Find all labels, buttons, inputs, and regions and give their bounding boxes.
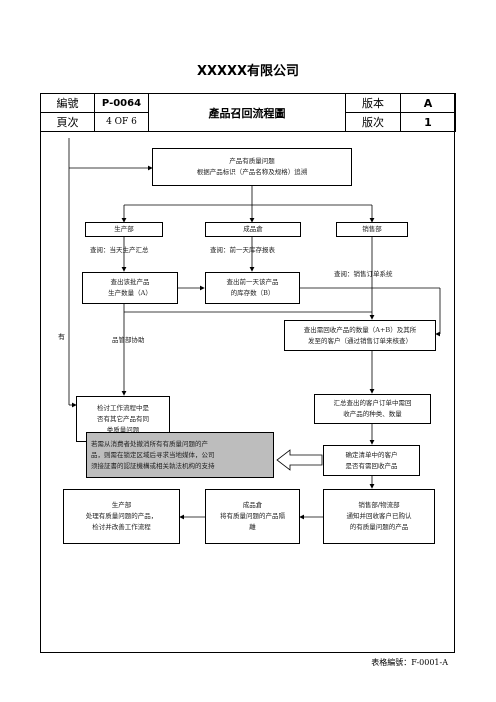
media-notice-box: 若需从消费者处撤消所有有质量问题的产 品，则需在锁定区域后寻求当地媒体，公司 须… bbox=[86, 432, 274, 478]
recall-quantity-line1: 查出需回收产品的数量（A+B）及其所 bbox=[303, 325, 417, 334]
confirm-customer-line2: 是否有需回收产品 bbox=[345, 461, 398, 470]
sales-dept-box: 销售部 bbox=[336, 222, 408, 237]
page-label: 頁次 bbox=[40, 112, 95, 132]
production-handle-line3: 检讨并改善工作流程 bbox=[92, 523, 151, 531]
sales-dept-text: 销售部 bbox=[362, 225, 382, 233]
quality-issue-text: 产品有质量问题 bbox=[229, 157, 275, 165]
warehouse-isolate-line3: 離 bbox=[249, 523, 256, 531]
sales-notify-line2: 通知并回收客户已购认 bbox=[346, 512, 412, 520]
summary-box: 汇总查出的客户订单中需回 收产品的种类、数量 bbox=[314, 394, 431, 424]
warehouse-isolate-box: 成品倉 将有质量问题的产品隔 離 bbox=[205, 489, 300, 544]
sales-notify-box: 销售部/物流部 通知并回收客户已购认 的有质量问题的产品 bbox=[323, 489, 435, 544]
check-process-line2: 否有其它产品有同 bbox=[97, 414, 149, 423]
company-name: XXXXX有限公司 bbox=[196, 64, 300, 79]
production-handle-line1: 生产部 bbox=[111, 501, 132, 509]
quality-issue-box: 产品有质量问题 根据产品标识（产品名称及规格）追溯 bbox=[152, 148, 352, 186]
warehouse-box: 成品倉 bbox=[205, 222, 301, 237]
stock-quantity-line2: 的库存数（B） bbox=[230, 289, 275, 297]
batch-quantity-box: 查出该批产品 生产数量（A） bbox=[82, 272, 178, 304]
batch-quantity-line2: 生产数量（A） bbox=[108, 289, 152, 297]
summary-line2: 收产品的种类、数量 bbox=[343, 410, 402, 418]
trace-text: 根据产品标识（产品名称及规格）追溯 bbox=[196, 168, 308, 176]
page-title: 產品召回流程圖 bbox=[148, 93, 346, 132]
sales-notify-line3: 的有质量问题的产品 bbox=[349, 523, 409, 531]
page-number: 4 OF 6 bbox=[94, 112, 149, 132]
qa-assist-label: 品管部协助 bbox=[112, 336, 145, 344]
production-handle-box: 生产部 处理有质量问题的产品， 检讨并改善工作流程 bbox=[63, 489, 180, 544]
header-table: 編號 P-0064 產品召回流程圖 版本 A 頁次 4 OF 6 版次 1 bbox=[40, 93, 456, 132]
query-sales-label: 查阅：销售订单系统 bbox=[334, 270, 393, 278]
check-process-line3: 类质量问题 bbox=[106, 425, 140, 434]
query-warehouse-label: 查阅：前一天库存报表 bbox=[210, 246, 275, 254]
batch-quantity-line1: 查出该批产品 bbox=[110, 278, 150, 286]
stock-quantity-line1: 查出前一天该产品 bbox=[226, 278, 279, 286]
production-dept-text: 生产部 bbox=[114, 225, 134, 233]
confirm-customer-box: 确定清单中的客户 是否有需回收产品 bbox=[323, 445, 420, 476]
yes-label: 有 bbox=[58, 333, 65, 341]
recall-quantity-box: 查出需回收产品的数量（A+B）及其所 发至的客户（通过销售订单来核查） bbox=[284, 320, 436, 351]
sales-notify-line1: 销售部/物流部 bbox=[358, 501, 400, 509]
media-notice-line3: 须接証書的認証機構或相关執法机构的支持 bbox=[91, 461, 215, 470]
summary-line1: 汇总查出的客户订单中需回 bbox=[333, 399, 412, 407]
recall-quantity-line2: 发至的客户（通过销售订单来核查） bbox=[308, 336, 412, 345]
warehouse-text: 成品倉 bbox=[243, 225, 263, 233]
revision-value: 1 bbox=[400, 112, 456, 132]
confirm-customer-line1: 确定清单中的客户 bbox=[345, 450, 398, 459]
form-number: 表格編號：F-0001-A bbox=[371, 658, 448, 667]
stock-quantity-box: 查出前一天该产品 的库存数（B） bbox=[205, 272, 300, 304]
check-process-line1: 检讨工作流程中是 bbox=[97, 403, 149, 412]
warehouse-isolate-line2: 将有质量问题的产品隔 bbox=[220, 512, 285, 520]
production-dept-box: 生产部 bbox=[85, 222, 163, 237]
media-notice-line1: 若需从消费者处撤消所有有质量问题的产 bbox=[91, 439, 208, 448]
query-production-label: 查阅：当天生产汇总 bbox=[90, 246, 149, 254]
production-handle-line2: 处理有质量问题的产品， bbox=[85, 512, 158, 520]
warehouse-isolate-line1: 成品倉 bbox=[242, 501, 263, 509]
media-notice-line2: 品，则需在锁定区域后寻求当地媒体，公司 bbox=[91, 450, 215, 459]
